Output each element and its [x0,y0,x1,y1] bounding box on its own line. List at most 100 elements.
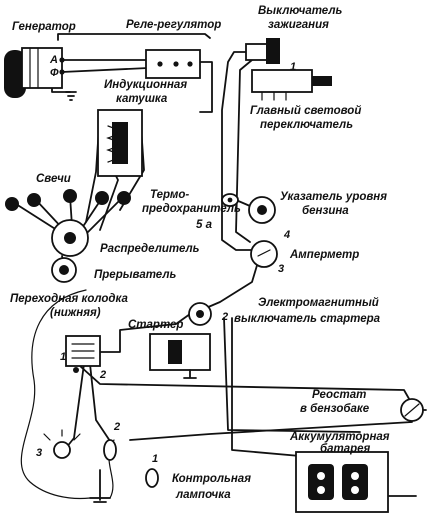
wire-plug-1 [15,203,61,233]
label-ammeter: Амперметр [289,249,359,261]
label-rheostat-line1: Реостат [312,389,366,401]
generator-terminal-a [59,57,65,63]
generator-terminal-f [59,69,65,75]
starter-winding [168,340,182,364]
wire-block-starter [97,313,191,353]
ammeter-needle [257,249,271,257]
label-fuel-gauge-line2: бензина [302,205,349,217]
label-regulator: Реле-регулятор [126,19,221,31]
thermal-fuse-symbol [221,193,239,207]
terminal-numbers: A Ф 1 4 3 2 1 2 3 2 1 [36,54,296,465]
label-plugs: Свечи [36,173,71,185]
ignition-switch-knob [266,38,280,64]
label-battery-line2: батарея [320,443,371,455]
adapter-block-symbol [65,335,101,373]
regulator-terminal [157,61,163,67]
ground-symbol [183,369,197,379]
ground-symbol [65,91,77,101]
label-starter: Стартер [128,319,183,331]
spark-plug [95,191,109,205]
wire-switch-to-ammeter-2 [235,59,253,243]
wire-gen-f [61,67,149,73]
starter-solenoid-symbol [188,302,212,326]
rheostat-slider [404,403,420,417]
lamp-2-bulb [103,439,117,461]
ground-symbol [89,497,111,503]
label-main-light-switch-line1: Главный световой [250,105,361,117]
generator-pulley [4,50,26,98]
spark-plug [27,193,41,207]
terminal-lamp-2: 2 [113,421,120,433]
terminal-ammeter-4: 4 [283,229,290,241]
wire-switch-to-ammeter [221,51,253,251]
labels: Генератор Реле-регулятор Выключатель заж… [10,5,390,501]
distributor-rotor [64,232,76,244]
terminal-block-1: 1 [60,351,66,363]
label-rheostat-line2: в бензобаке [300,403,370,415]
terminal-starter-2: 2 [221,311,228,323]
label-distributor: Распределитель [100,243,200,255]
label-thermo-fuse-line1: Термо- [150,189,189,201]
wire-lamp-2 [89,363,113,445]
spark-plug [63,189,77,203]
thermal-fuse-contact [227,197,233,203]
rheostat-symbol [400,398,424,422]
coil-winding [106,125,118,163]
battery-cap [317,472,325,480]
light-switch-body [251,69,313,93]
regulator-terminal [187,61,193,67]
label-breaker: Прерыватель [94,269,176,281]
spark-plug [117,191,131,205]
label-ignition-switch-line2: зажигания [268,19,329,31]
battery-cell [308,464,334,500]
wire-harness-loop [20,289,115,500]
lamps [43,429,159,503]
label-induction-coil-line1: Индукционная [104,79,187,91]
generator-symbol [4,47,77,101]
wire-plug-5 [87,197,123,233]
starter-symbol [149,333,211,379]
wire-lamp-3 [65,363,85,449]
terminal-block-2: 2 [99,369,106,381]
label-ignition-switch-line1: Выключатель [258,5,342,17]
generator-body [21,47,63,89]
adapter-block-terminal [73,367,79,373]
battery-cell [342,464,368,500]
terminal-lamp-1: 1 [152,453,158,465]
wire-ammeter-solenoid [205,261,259,309]
label-induction-coil-line2: катушка [116,93,168,105]
label-adapter-block-line2: (нижняя) [50,307,101,319]
lamp-rays [43,429,81,441]
ignition-switch-symbol [245,38,332,101]
label-starter-switch-line2: выключатель стартера [234,313,381,325]
terminal-ammeter-3: 3 [278,263,284,275]
ignition-switch-body [245,43,269,61]
terminal-switch-1: 1 [290,61,296,73]
ammeter-dial [250,240,278,268]
terminal-lamp-3: 3 [36,447,42,459]
label-main-light-switch-line2: переключатель [260,119,353,131]
wire-starter-battery [223,317,361,433]
ammeter-symbol [250,240,278,268]
regulator-symbol [145,49,201,79]
label-generator: Генератор [12,21,76,33]
wire-top-run [57,33,211,41]
spark-plug [5,197,19,211]
wire-regulator-out [199,61,213,113]
fuel-gauge-symbol [248,196,276,224]
breaker-cam [59,265,69,275]
wire-starter-battery-2 [231,317,301,457]
regulator-terminal [173,61,179,67]
battery-cap [351,486,359,494]
wires [15,33,427,501]
terminal-gen-a: A [49,54,58,66]
fuel-gauge-center [257,205,267,215]
lamp-3-bulb [53,441,71,459]
label-fuel-gauge-line1: Указатель уровня [280,191,387,203]
terminal-gen-f: Ф [50,67,59,79]
distributor-symbol [51,219,89,283]
wire-to-rheostat [79,365,413,405]
battery-cap [351,472,359,480]
battery-symbol [295,451,389,513]
